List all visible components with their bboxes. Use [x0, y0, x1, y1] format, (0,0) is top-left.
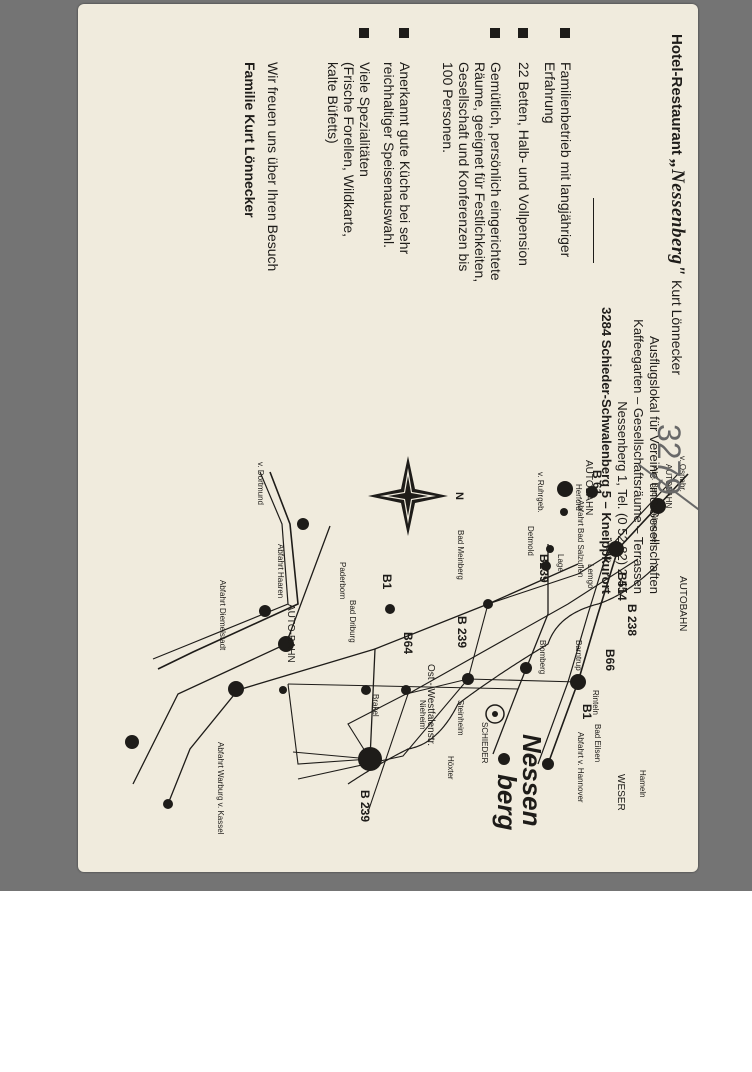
place-label: v. Ruhrgeb.	[536, 472, 545, 513]
river-weser	[347, 563, 659, 785]
street-label-ost-westfalen: Ost - Westfalenstr.	[425, 664, 436, 746]
road-network-2	[367, 558, 639, 813]
city-marker	[483, 599, 493, 609]
road-b1	[132, 525, 331, 785]
place-label: Herford	[574, 484, 583, 511]
city-marker	[546, 545, 554, 553]
place-label: Abfahrt Bad Salzuflen	[576, 500, 585, 577]
city-marker	[125, 735, 139, 749]
place-label: Barntrup	[574, 640, 583, 671]
place-label: Lage	[556, 554, 565, 572]
city-marker	[361, 685, 371, 695]
road-label-b514: B514	[615, 572, 629, 601]
nessenberg-center	[492, 711, 498, 717]
road-labels: B 61 B1 B1 B239 B 239 B 239 B514 B 238 B…	[358, 470, 639, 822]
road-network-6	[287, 683, 371, 765]
place-label: Abfahrt Warburg v. Kassel	[216, 742, 225, 835]
place-label: Bad Eilsen	[593, 724, 602, 762]
city-marker	[650, 498, 666, 514]
city-marker	[279, 686, 287, 694]
city-marker	[541, 561, 551, 571]
city-marker	[297, 518, 309, 530]
place-label: Abf. Bad Oeynhau-sen	[650, 466, 659, 547]
place-label: Abfahrt Diemelstadt	[218, 580, 227, 651]
city-markers	[125, 481, 666, 809]
road-label-b64: B64	[401, 632, 415, 654]
road-label-b1-east: B1	[580, 704, 594, 720]
highway-label-autobahn-north: AUTOBAHN	[677, 576, 688, 631]
road-label-b239-mid: B 239	[455, 616, 469, 648]
city-marker	[385, 604, 395, 614]
road-b239-south	[167, 648, 376, 805]
nessenberg-logo-line-1: Nessen	[517, 734, 547, 827]
road-network-4	[292, 751, 371, 760]
place-label: Rinteln	[591, 690, 600, 715]
road-label-b239-north: B239	[537, 554, 551, 583]
autobahn-south	[157, 471, 299, 670]
city-marker	[608, 541, 624, 557]
highway-labels: AUTOBAHN AUTOBAHN AUTO-BAHN Ost - Westfa…	[285, 460, 688, 811]
city-marker	[228, 681, 244, 697]
place-label: Nieheim	[418, 700, 427, 730]
place-labels: v. Osnabr. AUTOBAHN Abf. Bad Oeynhau-sen…	[216, 456, 687, 835]
postcard: Hotel-Restaurant „Nessenberg" Kurt Lönne…	[78, 4, 698, 872]
city-marker	[163, 799, 173, 809]
place-label: Vlotho	[604, 540, 613, 563]
road-network-5	[347, 693, 407, 760]
place-label: Bad Driburg	[348, 600, 357, 643]
city-marker	[278, 636, 294, 652]
autobahn-south-inner	[152, 471, 289, 660]
nessenberg-logo-line-2: berg	[492, 774, 522, 830]
city-marker	[570, 674, 586, 690]
place-label: Blomberg	[538, 640, 547, 674]
city-marker	[498, 753, 510, 765]
pencil-number: 3279	[651, 424, 687, 495]
postcard-content: Hotel-Restaurant „Nessenberg" Kurt Lönne…	[78, 4, 698, 872]
route-map: N Nessen berg B 61 B1 B1 B239 B 239 B 23…	[125, 456, 689, 835]
compass-north-label: N	[453, 492, 465, 500]
city-marker	[560, 508, 568, 516]
compass-rose-icon	[368, 456, 448, 536]
place-label: Detmold	[526, 526, 535, 556]
place-label: Bad Meinberg	[456, 530, 465, 580]
road-label-b61: B 61	[590, 470, 604, 496]
place-label: Paderborn	[338, 562, 347, 599]
place-label: Lemgo	[586, 564, 595, 589]
city-marker	[358, 747, 382, 771]
place-label: v. Dortmund	[256, 462, 265, 505]
place-label: SCHIEDER	[480, 722, 489, 764]
city-marker	[542, 758, 554, 770]
city-marker	[586, 486, 598, 498]
city-marker	[401, 685, 411, 695]
place-label: Brakel	[371, 694, 380, 717]
nessenberg-ring	[485, 704, 505, 724]
highway-label-autobahn-west: AUTO-BAHN	[285, 604, 296, 663]
road-ost-westfalen	[492, 544, 549, 755]
road-label-b238: B 238	[625, 604, 639, 636]
road-b239	[369, 563, 579, 760]
city-marker	[259, 605, 271, 617]
place-label: Abfahrt v. Hannover	[576, 732, 585, 803]
city-marker	[462, 673, 474, 685]
place-label: Abfahrt Haaren	[276, 544, 285, 598]
pencil-stroke	[638, 463, 698, 511]
road-label-b239-south: B 239	[358, 790, 372, 822]
river-label-weser: WESER	[615, 774, 626, 811]
place-label: Steinheim	[456, 700, 465, 736]
city-marker	[557, 481, 573, 497]
city-marker	[520, 662, 532, 674]
road-label-b1-west: B1	[380, 574, 394, 590]
road-label-b66: B66	[603, 649, 617, 671]
place-label: Hameln	[638, 770, 647, 798]
place-label: v. Osnabr.	[678, 456, 687, 492]
highway-label-autobahn-east: AUTOBAHN	[583, 460, 594, 515]
pencil-annotation: 3279	[638, 424, 698, 511]
place-label: Höxter	[446, 756, 455, 780]
